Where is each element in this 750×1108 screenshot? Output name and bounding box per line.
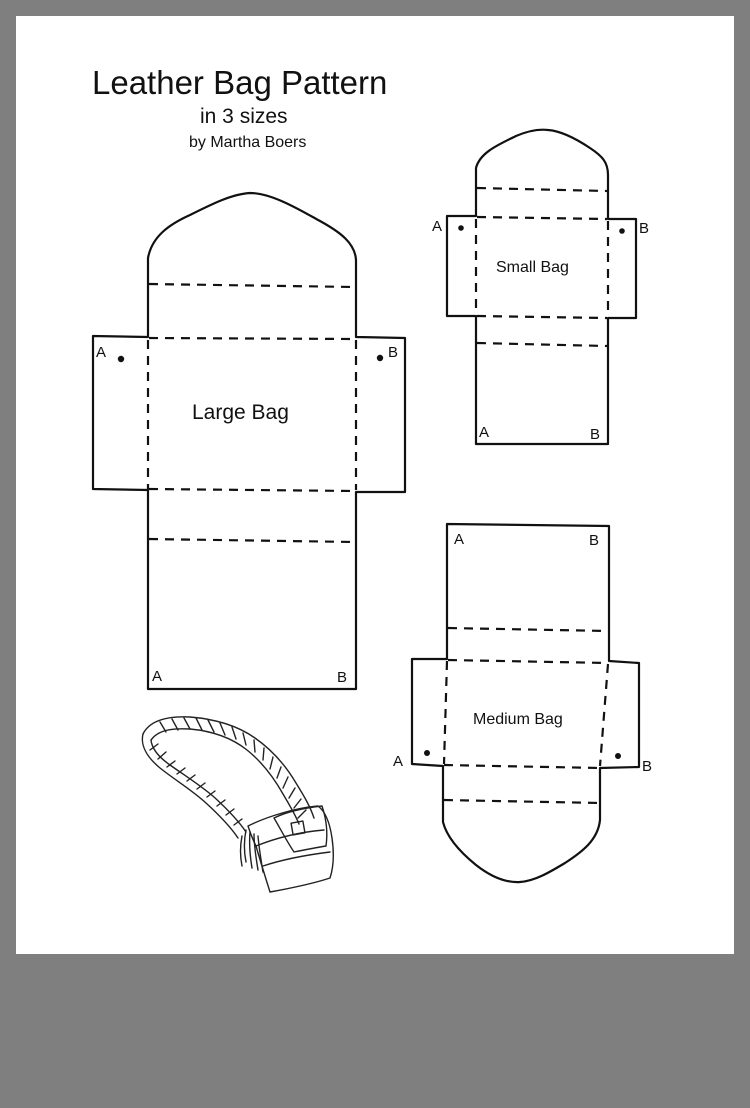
large-bag-rivet-hole [117,355,125,363]
bag-body [255,829,325,847]
large-bag-corner-a: A [152,668,162,685]
small-bag-rivet-hole [619,228,625,234]
author-credit: by Martha Boers [189,134,307,151]
medium-bag-outline [410,522,641,884]
large-bag-fold-line [148,336,356,341]
small-bag-corner-b: B [639,220,649,237]
small-bag-rivet-hole [458,225,464,231]
medium-bag-rivet-hole [424,750,430,756]
large-bag-fold-line [148,537,356,544]
large-bag-fold-line [148,487,356,493]
small-bag-corner-b: B [590,426,600,443]
large-bag-label: Large Bag [192,401,289,424]
bag-strap [141,733,239,839]
large-bag-pattern: Large Bag A B A B [91,191,407,691]
bag-strap [150,728,300,825]
medium-bag-pattern: Medium Bag A B A B [393,522,652,884]
small-bag-fold-line [476,314,608,320]
medium-bag-fold-line [443,798,601,805]
medium-bag-corner-b: B [642,758,652,775]
page-subtitle: in 3 sizes [200,105,288,128]
large-bag-outline [91,191,407,691]
medium-bag-fold-line [447,658,609,665]
medium-bag-corner-a: A [393,753,403,770]
small-bag-corner-a: A [432,218,442,235]
small-bag-fold-line [476,186,608,193]
page-title: Leather Bag Pattern [92,64,388,101]
bag-strap [150,739,247,833]
small-bag-fold-line [476,341,608,348]
small-bag-outline [445,128,638,446]
bag-flap [273,805,328,853]
medium-bag-fold-line [443,763,601,770]
small-bag-label: Small Bag [496,259,569,276]
large-bag-corner-a: A [96,344,106,361]
medium-bag-corner-a: A [454,531,464,548]
large-bag-corner-b: B [337,669,347,686]
medium-bag-fold-line [442,660,449,765]
bag-strap [142,716,315,819]
small-bag-corner-a: A [479,424,489,441]
large-bag-fold-line [148,282,356,289]
small-bag-pattern: Small Bag A B A B [432,128,649,446]
bag-tassel [239,829,264,873]
bag-body [247,805,335,893]
medium-bag-corner-b: B [589,532,599,549]
medium-bag-fold-line [447,626,609,633]
large-bag-corner-b: B [388,344,398,361]
medium-bag-label: Medium Bag [473,711,563,728]
bag-body [262,851,331,867]
bag-buckle [290,820,306,836]
pattern-sheet [16,16,734,954]
medium-bag-rivet-hole [615,753,621,759]
finished-bag-sketch-icon [141,716,335,893]
bag-strap-braid [149,717,307,826]
medium-bag-fold-line [598,663,610,767]
large-bag-rivet-hole [376,354,384,362]
small-bag-fold-line [476,215,608,221]
